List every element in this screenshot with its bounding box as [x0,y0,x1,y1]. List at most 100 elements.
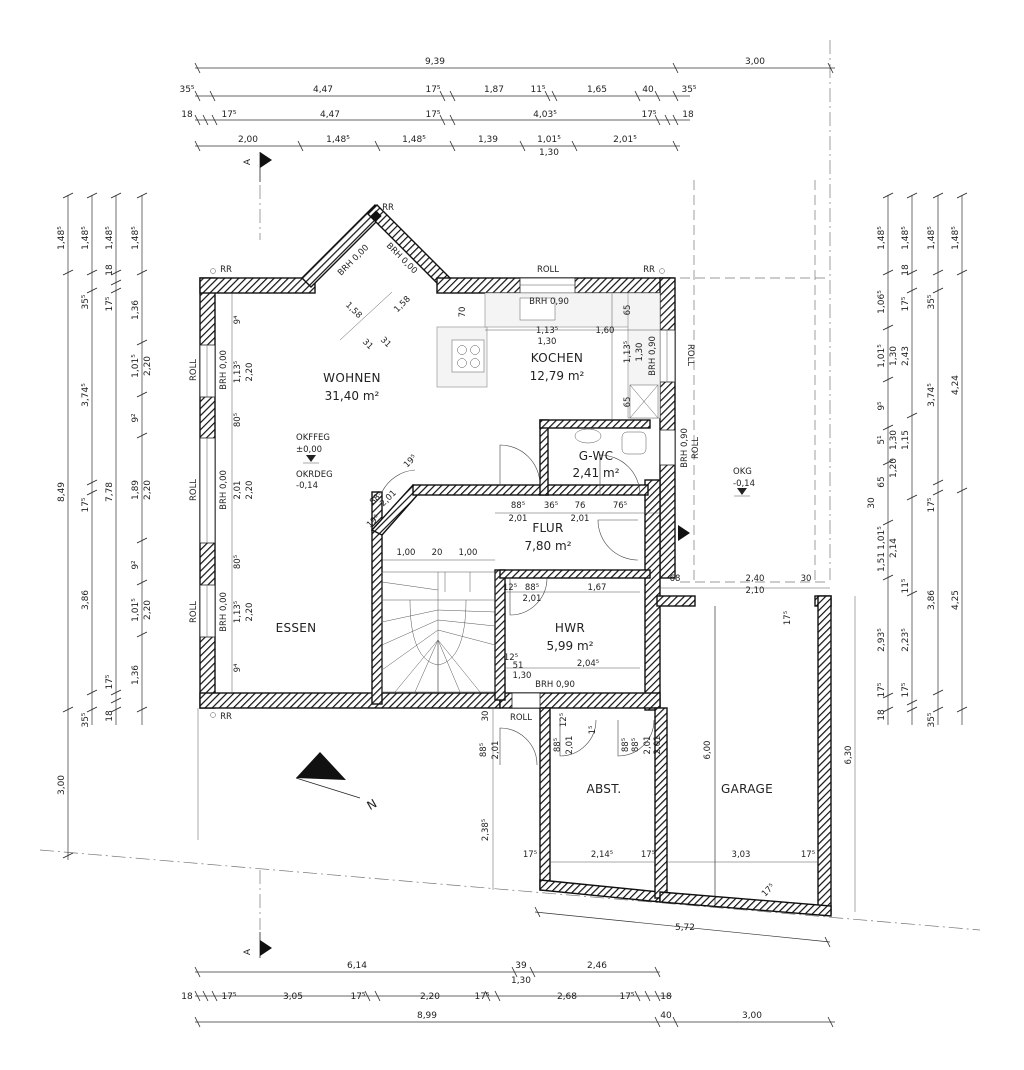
roll-label: ROLL [691,437,701,459]
dim-label: 18 [105,264,115,276]
dim-label: 2,01 [653,736,663,755]
level-okrdeg-label: OKRDEG [296,470,333,480]
brh-label: BRH 0,90 [680,428,690,468]
brh-label: BRH 0,90 [648,336,658,376]
dim-label: 2,10 [746,586,765,596]
dim-label: 35⁵ [81,294,91,309]
dim-label: 1,01⁵ [877,344,887,368]
dim-label: 1,48⁵ [57,226,67,250]
dim-label: 18 [181,992,193,1002]
level-triangle-icon [306,455,316,462]
dim-label: 17⁵ [619,992,634,1002]
dim-label: 76⁵ [613,501,627,511]
dim-label: 4,47 [313,85,333,95]
dim-label: 12⁵ [559,713,569,727]
dim-label: 2,23⁵ [901,628,911,652]
roll-label: ROLL [189,479,199,501]
dim-label: 2,20 [245,481,255,500]
dim-label: 17⁵ [350,992,365,1002]
brh-label: BRH 0,00 [219,470,229,510]
dim-label: 1,48⁵ [131,226,141,250]
dim-label: 2,01 [565,736,575,755]
dim-label: 1,48⁵ [105,226,115,250]
dim-labels-bottom: 6,14 39 1,30 2,46 18 17⁵ 3,05 17⁵ 2,20 1… [181,923,762,1021]
dim-label: 17⁵ [760,882,777,899]
section-arrow-icon [678,525,690,541]
dim-label: 1,13⁵ [536,326,558,336]
wall-abst-bottom [539,879,661,903]
dim-label: 17⁵ [474,992,489,1002]
dim-label: 6,14 [347,961,367,971]
dim-label: 88⁵ [621,738,631,752]
dim-lines-bottom [194,906,835,1028]
brh-label: BRH 0,90 [535,680,575,690]
dim-label: 4,03⁵ [533,110,557,120]
dim-label: 88⁵ [511,501,525,511]
dim-label: 30 [801,574,812,584]
dim-label: 8,99 [417,1011,437,1021]
dim-label: 2,01 [571,514,590,524]
dim-label: 1,87 [484,85,504,95]
dim-label: 20 [432,548,443,558]
dim-label: 11⁵ [901,578,911,593]
dim-label: 11⁵ [530,85,545,95]
room-gwc-area: 2,41 m² [572,466,619,480]
dim-label: 1,15 [901,430,911,450]
dim-label: 2,01 [509,514,528,524]
room-abst-name: ABST. [586,782,621,796]
room-essen-name: ESSEN [276,621,317,635]
room-labels: WOHNEN 31,40 m² KOCHEN 12,79 m² G-WC 2,4… [276,351,773,796]
dim-label: 2,04⁵ [577,659,599,669]
dim-label: 18 [181,110,193,120]
dim-label: 2,40 [746,574,765,584]
dim-label: 1,30 [539,148,559,158]
wall-east-lower [644,479,661,711]
dim-label: 17⁵ [927,497,937,512]
dim-label: 1,00 [459,548,478,558]
room-kochen-name: KOCHEN [531,351,583,365]
wall-south-left [199,692,501,709]
dim-label: 17⁵ [901,296,911,311]
section-arrow-icon [260,152,272,168]
dim-label: 1,30 [889,430,899,450]
dim-label: 6,00 [703,741,713,760]
dim-lines-left [62,192,148,860]
dim-label: 35⁵ [81,712,91,727]
dim-label: 1,01⁵ [537,135,561,145]
dim-label: 18 [901,264,911,276]
dim-label: 1,30 [511,976,531,986]
rainpipe-icon [659,268,665,274]
dim-label: 2,14 [889,538,899,558]
dim-label: 88⁵ [553,738,563,752]
wall-garage-bottom [659,891,832,917]
wall-flur-top [412,484,649,496]
dim-label: 1,48⁵ [951,226,961,250]
dim-label: 2,01 [523,594,542,604]
dim-label: 17⁵ [105,296,115,311]
dim-label: 80⁵ [233,555,243,569]
dim-label: 76 [575,501,586,511]
dim-label: 39 [515,961,527,971]
dim-label: 2,01 [233,481,243,500]
dim-lines-top [194,62,835,152]
roll-label: ROLL [189,601,199,623]
dim-label: 9² [131,560,141,570]
dim-labels-right: 1,48⁵ 1,06⁵ 1,01⁵ 1,30 9⁵ 5¹ 1,30 65 1,2… [867,226,961,728]
dim-label: 17⁵ [81,497,91,512]
dim-label: 4,24 [951,375,961,395]
wall-abst-left [539,707,551,891]
dim-label: 3,74⁵ [81,383,91,407]
dim-label: 1,39 [478,135,498,145]
dim-label: 1,48⁵ [81,226,91,250]
dim-label: 2,46 [587,961,607,971]
dim-label: 2,20 [420,992,440,1002]
dim-label: 17⁵ [221,110,236,120]
rr-label: RR [643,265,655,275]
room-flur-area: 7,80 m² [524,539,571,553]
dim-label: 17⁵ [523,850,537,860]
dim-label: 3,86 [927,590,937,610]
dim-label: 3,86 [81,590,91,610]
room-hwr-name: HWR [555,621,585,635]
dim-top-garage: 3,00 [745,57,765,67]
dim-label: 17⁵ [221,992,236,1002]
